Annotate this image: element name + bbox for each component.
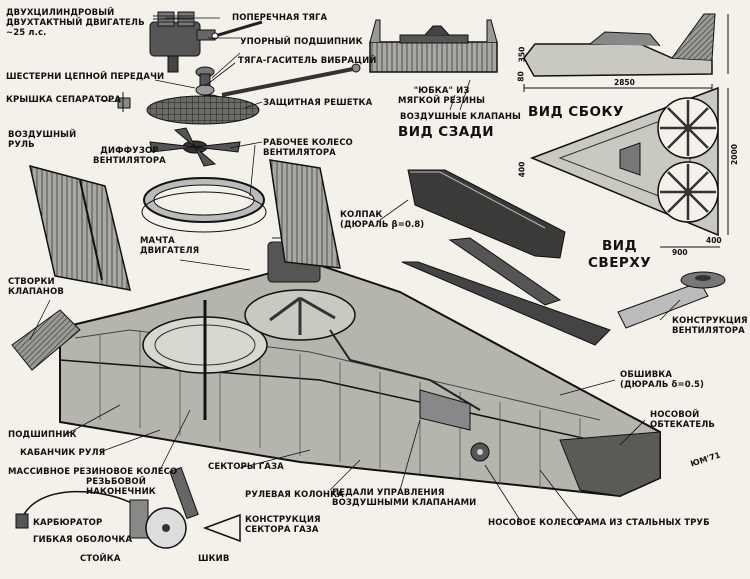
dim-top-fan-span: 900 [672,248,688,257]
rear-view-heading: ВИД СЗАДИ [398,124,495,140]
top-view-heading: ВИД СВЕРХУ [588,238,652,271]
throttle-detail [15,466,241,549]
rear-view [369,19,498,73]
bearing-label: ПОДШИПНИК [8,430,77,440]
air-valves-label: ВОЗДУШНЫЕ КЛАПАНЫ [400,112,521,122]
throttle-sector-design-label: КОНСТРУКЦИЯ СЕКТОРА ГАЗА [245,515,321,535]
fan-diffuser-part [141,177,267,233]
chain-gears-label: ШЕСТЕРНИ ЦЕПНОЙ ПЕРЕДАЧИ [6,72,165,82]
steel-tube-frame-label: РАМА ИЗ СТАЛЬНЫХ ТРУБ [578,518,710,528]
air-rudder-label: ВОЗДУШНЫЙ РУЛЬ [8,130,77,150]
separator-cover-part [117,92,131,112]
post-label: СТОЙКА [80,554,121,564]
fan-impeller-label: РАБОЧЕЕ КОЛЕСО ВЕНТИЛЯТОРА [263,138,353,158]
carburetor-label: КАРБЮРАТОР [33,518,103,528]
skirt-label: "ЮБКА" ИЗ МЯГКОЙ РЕЗИНЫ [398,86,486,106]
side-view [523,13,729,92]
rudder-left [28,164,131,291]
damper-rod-part [221,63,361,97]
threaded-tip-label: РЕЗЬБОВОЙ НАКОНЕЧНИК [86,477,156,497]
engine-label: ДВУХЦИЛИНДРОВЫЙ ДВУХТАКТНЫЙ ДВИГАТЕЛЬ ~2… [6,8,145,38]
throttle-sectors-label: СЕКТОРЫ ГАЗА [208,462,284,472]
dim-side-height: 350 [517,46,527,63]
hull-main [59,237,661,498]
side-view-heading: ВИД СБОКУ [528,104,624,120]
valve-flaps-label: СТВОРКИ КЛАПАНОВ [8,277,64,297]
dim-top-front: 400 [517,161,527,178]
guard-grille-part [146,95,260,125]
engine-exploded [149,11,216,73]
fan-impeller-part [149,127,241,167]
rubber-wheel-label: МАССИВНОЕ РЕЗИНОВОЕ КОЛЕСО [8,467,178,477]
steering-column-label: РУЛЕВАЯ КОЛОНКА [245,490,344,500]
fan-design-part [617,271,726,329]
fan-design-label: КОНСТРУКЦИЯ ВЕНТИЛЯТОРА [672,316,748,336]
canopy-part [407,169,566,259]
dim-top-width: 2000 [729,144,739,165]
leader-lines [29,17,681,523]
nose-fairing-label: НОСОВОЙ ОБТЕКАТЕЛЬ [650,410,715,430]
engine-mast-label: МАЧТА ДВИГАТЕЛЯ [140,236,200,256]
flex-sheath-label: ГИБКАЯ ОБОЛОЧКА [33,535,133,545]
top-view [529,86,729,248]
valve-flaps-part [11,309,81,371]
rudder-rocker-label: КАБАНЧИК РУЛЯ [20,448,106,458]
pulley-label: ШКИВ [198,554,230,564]
guard-grille-label: ЗАЩИТНАЯ РЕШЕТКА [263,98,373,108]
skin-sheet-part [401,237,611,346]
damper-rod-label: ТЯГА-ГАСИТЕЛЬ ВИБРАЦИЙ [238,56,377,66]
air-valve-pedals-label: ПЕДАЛИ УПРАВЛЕНИЯ ВОЗДУШНЫМИ КЛАПАНАМИ [332,488,477,508]
rudder-right [269,159,341,269]
dim-side-clearance: 80 [516,71,526,82]
thrust-bearing-label: УПОРНЫЙ ПОДШИПНИК [240,37,363,47]
cross-rod-part [211,20,263,40]
separator-cover-label: КРЫШКА СЕПАРАТОРА [6,95,122,105]
dim-top-rear: 400 [706,236,722,245]
nose-wheel-label: НОСОВОЕ КОЛЕСО [488,518,581,528]
dim-side-length: 2850 [614,78,635,87]
canopy-label: КОЛПАК (ДЮРАЛЬ β=0.8) [340,210,425,230]
fan-diffuser-label: ДИФФУЗОР ВЕНТИЛЯТОРА [93,146,166,166]
skin-label: ОБШИВКА (ДЮРАЛЬ δ=0.5) [620,370,705,390]
cross-rod-label: ПОПЕРЕЧНАЯ ТЯГА [232,13,328,23]
